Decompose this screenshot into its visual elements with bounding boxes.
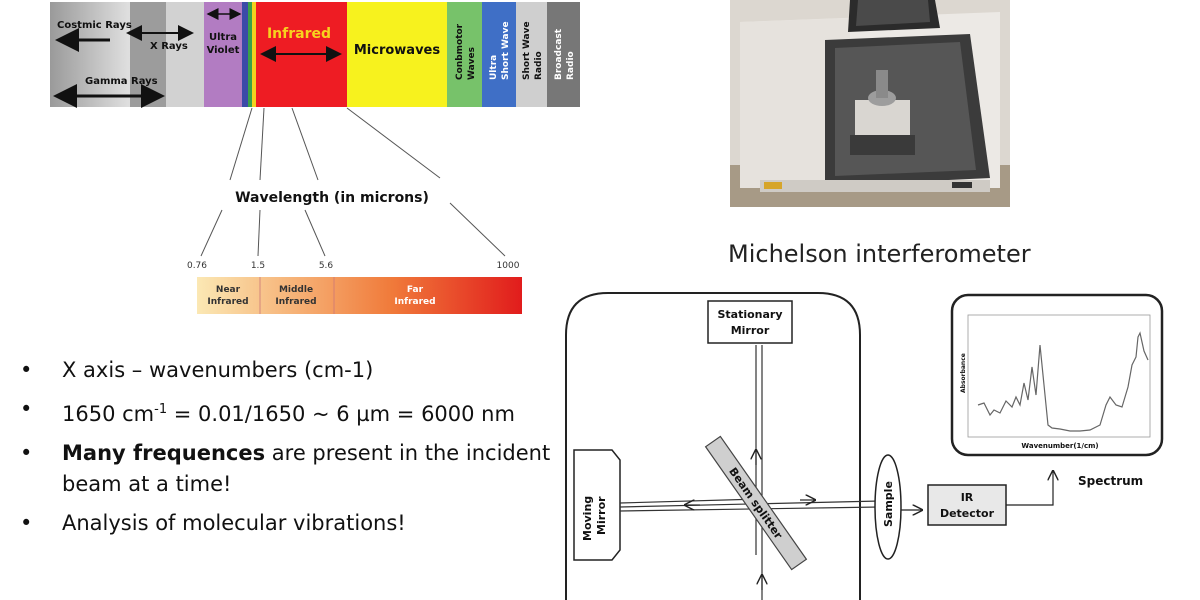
em-spectrum-diagram: Costmic Rays X Rays Gamma Rays Ultra Vio… bbox=[50, 2, 580, 314]
detector-to-plot-arrow bbox=[1006, 471, 1053, 506]
far-ir-label-2: Infrared bbox=[394, 297, 435, 307]
band-label-bc-2: Radio bbox=[566, 51, 576, 80]
band-label-usw-1: Ultra bbox=[489, 55, 499, 80]
middle-ir-label-2: Infrared bbox=[275, 297, 316, 307]
tick-0-76: 0.76 bbox=[187, 261, 207, 271]
wavelength-title: Wavelength (in microns) bbox=[235, 190, 429, 206]
band-label-microwaves: Microwaves bbox=[354, 43, 441, 58]
bullet-item-3: • Many frequences are present in the inc… bbox=[20, 438, 560, 500]
band-label-cosmic: Costmic Rays bbox=[57, 20, 132, 31]
band-label-gamma: Gamma Rays bbox=[85, 76, 158, 87]
moving-mirror-label-1: Moving bbox=[581, 496, 594, 541]
ir-detector bbox=[927, 484, 1007, 526]
microwave-band bbox=[347, 2, 447, 107]
interferometer-title: Michelson interferometer bbox=[728, 240, 1031, 268]
band-label-uv-2: Violet bbox=[207, 45, 240, 56]
short-wave-band bbox=[516, 2, 547, 107]
bullet-item-1: • X axis – wavenumbers (cm-1) bbox=[20, 355, 560, 386]
spectrum-curve bbox=[977, 331, 1149, 432]
bullet-dot: • bbox=[20, 358, 33, 382]
ftir-instrument-photo bbox=[730, 0, 1010, 207]
band-label-uv-1: Ultra bbox=[209, 32, 237, 43]
sample-label: Sample bbox=[882, 481, 895, 527]
band-label-xray: X Rays bbox=[150, 41, 188, 52]
xray-band bbox=[130, 2, 166, 107]
tick-1-5: 1.5 bbox=[251, 261, 265, 271]
detector-label-2: Detector bbox=[940, 507, 995, 520]
ir-region-bar bbox=[197, 277, 522, 314]
bullet-item-2: • 1650 cm-1 = 0.01/1650 ~ 6 µm = 6000 nm bbox=[20, 394, 560, 430]
moving-mirror bbox=[573, 449, 621, 561]
band-label-conbmotor-2: Waves bbox=[467, 47, 477, 80]
stationary-mirror-label-1: Stationary bbox=[717, 308, 782, 321]
tick-1000: 1000 bbox=[497, 261, 520, 271]
stationary-mirror-label-2: Mirror bbox=[731, 324, 770, 337]
spectrum-plot-area bbox=[967, 314, 1151, 438]
spectrum-xlabel: Wavenumber(1/cm) bbox=[1021, 442, 1098, 450]
detector-label-1: IR bbox=[961, 491, 974, 504]
bullet-list: • X axis – wavenumbers (cm-1) • 1650 cm-… bbox=[20, 355, 560, 547]
bullet-dot: • bbox=[20, 441, 33, 465]
zoom-leader-lines bbox=[200, 107, 506, 257]
interferometer-enclosure bbox=[565, 292, 861, 600]
band-label-usw-2: Short Wave bbox=[501, 21, 511, 80]
michelson-diagram: Stationary Mirror Moving Mirror Beam spl… bbox=[565, 292, 1164, 600]
middle-ir-label-1: Middle bbox=[279, 285, 313, 295]
band-label-sw-1: Short Wave bbox=[522, 21, 532, 80]
ultra-short-wave-band bbox=[482, 2, 516, 107]
xray-band-light bbox=[166, 2, 204, 107]
conbmotor-band bbox=[447, 2, 482, 107]
near-ir-label-1: Near bbox=[216, 285, 241, 295]
band-label-bc-1: Broadcast bbox=[554, 28, 564, 80]
stationary-mirror bbox=[707, 300, 793, 344]
band-label-conbmotor-1: Conbmotor bbox=[455, 23, 465, 80]
spectrum-label: Spectrum bbox=[1078, 474, 1143, 488]
visible-band-green bbox=[248, 2, 252, 107]
bullet-dot: • bbox=[20, 511, 33, 535]
band-label-sw-2: Radio bbox=[534, 51, 544, 80]
tick-5-6: 5.6 bbox=[319, 261, 334, 271]
sample bbox=[874, 454, 902, 560]
near-ir-label-2: Infrared bbox=[207, 297, 248, 307]
broadcast-band bbox=[547, 2, 580, 107]
bullet-item-4: • Analysis of molecular vibrations! bbox=[20, 508, 560, 539]
bullet-dot: • bbox=[20, 397, 33, 421]
ftir-instrument-illustration bbox=[730, 0, 1010, 207]
band-label-infrared: Infrared bbox=[267, 26, 331, 42]
visible-band-blue bbox=[242, 2, 248, 107]
far-ir-label-1: Far bbox=[407, 285, 424, 295]
moving-mirror-label-2: Mirror bbox=[595, 496, 608, 535]
light-beams bbox=[619, 345, 881, 600]
visible-band-yellow bbox=[252, 2, 256, 107]
spectrum-ylabel: Absorbance bbox=[960, 353, 967, 393]
